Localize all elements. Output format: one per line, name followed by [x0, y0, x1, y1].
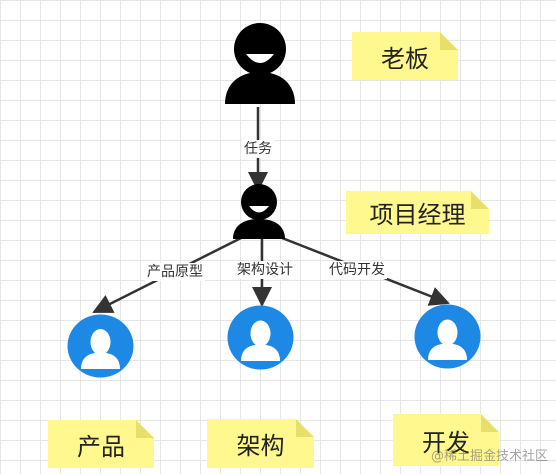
note-product: 产品: [48, 420, 154, 468]
note-pm-label: 项目经理: [369, 201, 466, 229]
edge-label-design: 架构设计: [235, 261, 295, 279]
edge-label-coding: 代码开发: [327, 261, 387, 279]
note-architecture: 架构: [207, 419, 314, 468]
note-pm: 项目经理: [346, 191, 489, 234]
watermark: @稀土掘金技术社区: [430, 449, 548, 464]
note-boss: 老板: [352, 32, 458, 80]
note-development: 开发: [393, 414, 499, 466]
pm-person-icon: [233, 184, 285, 239]
note-boss-label: 老板: [381, 44, 429, 73]
development-person-icon: [414, 304, 481, 369]
edge-label-prototype: 产品原型: [145, 263, 205, 281]
note-product-label: 产品: [77, 432, 125, 461]
boss-person-icon: [225, 23, 295, 104]
architecture-person-icon: [227, 305, 294, 370]
edge-label-task: 任务: [242, 140, 274, 158]
note-development-label: 开发: [422, 428, 470, 457]
product-person-icon: [67, 314, 134, 378]
note-architecture-label: 架构: [236, 432, 285, 460]
